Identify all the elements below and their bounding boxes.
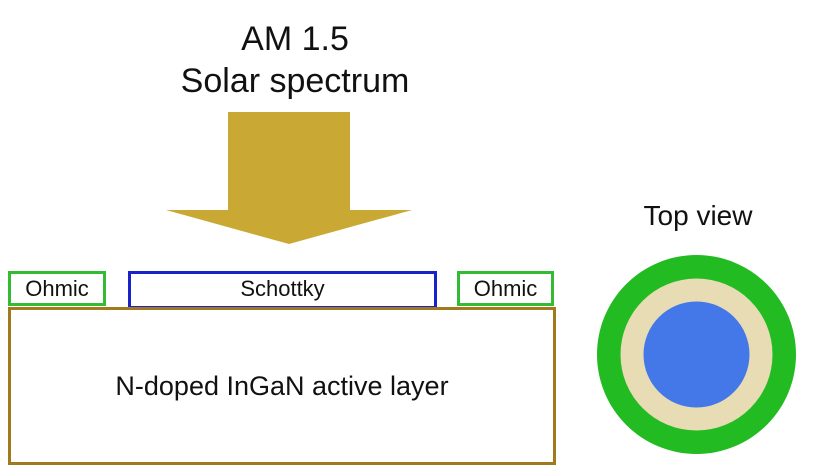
ohmic-contact-left-label: Ohmic [25, 275, 89, 301]
inner-disc [643, 301, 750, 408]
schottky-contact-label: Schottky [240, 276, 325, 301]
top-view-label: Top view [643, 200, 753, 231]
illumination-label-line2: Solar spectrum [180, 62, 410, 100]
active-layer-label: N-doped InGaN active layer [115, 370, 449, 401]
ohmic-contact-right: Ohmic [457, 271, 554, 306]
ohmic-contact-left: Ohmic [8, 271, 106, 306]
illumination-label-line1: AM 1.5 [241, 20, 349, 58]
top-view-diagram [597, 255, 796, 454]
ohmic-contact-right-label: Ohmic [473, 275, 538, 301]
active-layer: N-doped InGaN active layer [8, 307, 556, 465]
light-arrow-shape [166, 112, 412, 244]
schottky-contact: Schottky [128, 271, 437, 309]
light-arrow [166, 112, 412, 244]
